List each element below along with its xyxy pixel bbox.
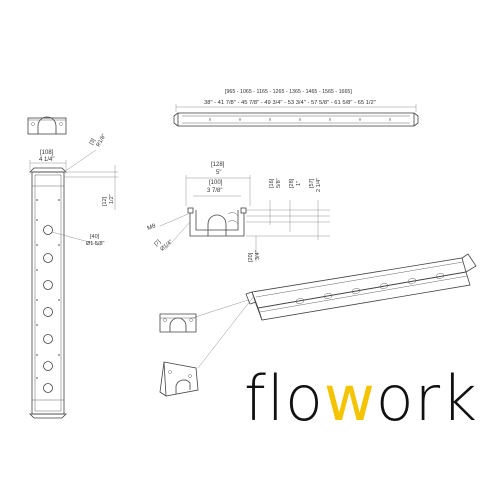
isometric-tray xyxy=(191,253,477,369)
section-inner-metric: [100] xyxy=(209,180,223,186)
logo-suffix: ork xyxy=(375,362,479,435)
section-h3-metric: [57] xyxy=(309,178,315,188)
section-outer-imperial: 5" xyxy=(216,170,221,176)
side-width-imperial: 4 1/4" xyxy=(39,157,54,163)
section-h2-imperial: 1" xyxy=(296,181,302,186)
end-plate-view xyxy=(27,116,67,135)
side-hole-metric: [40] xyxy=(90,234,100,240)
flowork-logo: flowork xyxy=(244,364,484,434)
side-radius-metric: [3] xyxy=(89,137,97,146)
side-hole-imperial: Ø1 5/8" xyxy=(86,241,105,247)
logo-prefix: flo xyxy=(244,362,324,435)
section-inner-imperial: 3 7/8" xyxy=(207,188,222,194)
side-offset-metric: [12] xyxy=(102,196,108,206)
section-h1-metric: [16] xyxy=(269,178,275,188)
side-width-metric: [108] xyxy=(40,150,54,156)
section-thread-label: M8 xyxy=(147,223,158,232)
section-h1-imperial: 5/8" xyxy=(276,178,282,188)
section-view: [128] 5" [100] 3 7/8" [16] 5/8" [28] 1" … xyxy=(147,162,330,262)
top-view: [965 - 1065 - 1165 - 1265 - 1365 - 1465 … xyxy=(173,89,419,127)
section-bottom-metric: [20] xyxy=(248,252,254,262)
section-slot-metric: [7] xyxy=(153,239,162,248)
section-h2-metric: [28] xyxy=(289,178,295,188)
side-offset-imperial: 1/2" xyxy=(109,194,115,204)
section-h3-imperial: 2 1/4" xyxy=(316,178,322,192)
side-radius-imperial: R1/8" xyxy=(96,133,108,148)
top-imperial-lengths: 38" - 41 7/8" - 45 7/8" - 49 3/4" - 53 3… xyxy=(204,100,376,106)
logo-accent-letter: w xyxy=(324,362,376,435)
bracket-detail-front xyxy=(159,313,197,333)
section-outer-metric: [128] xyxy=(211,162,225,168)
section-bottom-imperial: 3/4" xyxy=(255,250,261,260)
side-view: [108] 4 1/4" [3] R1/8" [12] 1/2" [40] Ø1… xyxy=(29,133,118,419)
bracket-detail-iso xyxy=(159,361,199,397)
section-slot-imperial: Ø1/4" xyxy=(159,239,174,253)
top-metric-lengths: [965 - 1065 - 1165 - 1265 - 1365 - 1465 … xyxy=(225,89,352,95)
